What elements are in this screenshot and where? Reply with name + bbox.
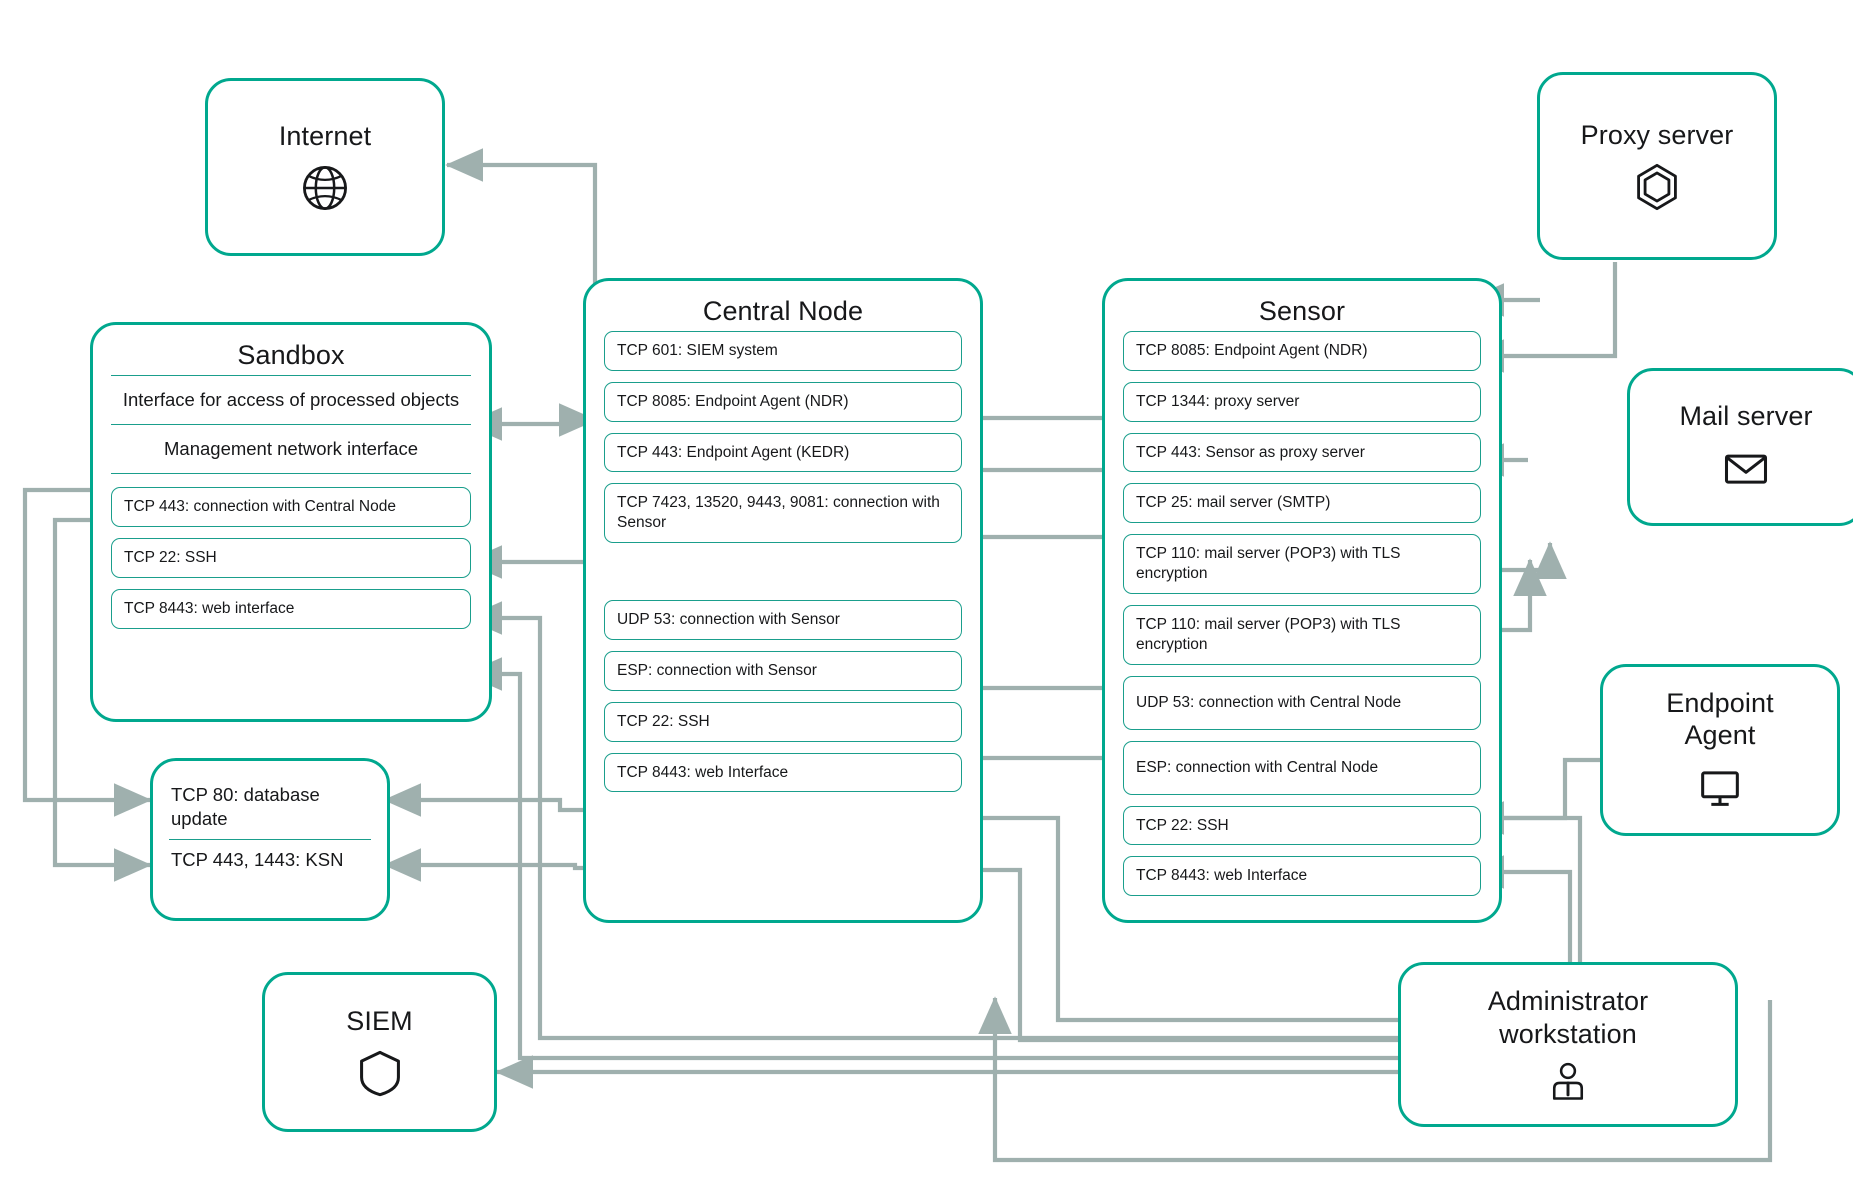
sensor-port-row[interactable]: TCP 8443: web Interface (1123, 856, 1481, 897)
central-node-port-row[interactable]: UDP 53: connection with Sensor (604, 600, 962, 640)
sensor-port-row[interactable]: TCP 1344: proxy server (1123, 381, 1481, 422)
user-icon (1552, 1062, 1584, 1100)
node-mail-server-label: Mail server (1679, 400, 1813, 431)
envelope-icon (1724, 454, 1768, 484)
sandbox-interface-row: Management network interface (111, 424, 471, 475)
node-proxy-server[interactable]: Proxy server (1537, 72, 1777, 260)
node-endpoint-agent-label-line1: Endpoint (1666, 687, 1774, 718)
group-sandbox-title: Sandbox (237, 340, 345, 370)
central-node-port-row[interactable]: TCP 8443: web Interface (604, 752, 962, 793)
central-node-port-row[interactable]: TCP 8085: Endpoint Agent (NDR) (604, 381, 962, 422)
node-mail-server[interactable]: Mail server (1627, 368, 1853, 526)
group-sensor-title: Sensor (1258, 296, 1346, 326)
central-node-port-row[interactable]: TCP 7423, 13520, 9443, 9081: connection … (604, 483, 962, 544)
sensor-port-row[interactable]: ESP: connection with Central Node (1123, 740, 1481, 795)
shield-icon (359, 1051, 400, 1097)
sensor-port-row[interactable]: TCP 22: SSH (1123, 805, 1481, 846)
sandbox-interface-row: Interface for access of processed object… (111, 375, 471, 424)
node-administrator-workstation-label: Administrator workstation (1488, 985, 1648, 1050)
central-node-port-row[interactable]: TCP 22: SSH (604, 701, 962, 742)
globe-icon (303, 166, 347, 211)
node-proxy-server-label: Proxy server (1580, 119, 1734, 150)
node-endpoint-agent[interactable]: Endpoint Agent (1600, 664, 1840, 836)
node-internet[interactable]: Internet (205, 78, 445, 256)
hexagon-icon (1637, 164, 1677, 211)
node-siem[interactable]: SIEM (262, 972, 497, 1132)
sensor-port-row[interactable]: TCP 25: mail server (SMTP) (1123, 483, 1481, 524)
sensor-port-row[interactable]: TCP 110: mail server (POP3) with TLS enc… (1123, 604, 1481, 665)
node-endpoint-agent-label: Endpoint Agent (1666, 687, 1773, 752)
group-sensor[interactable]: Sensor TCP 8085: Endpoint Agent (NDR) TC… (1102, 278, 1502, 923)
sandbox-port-row[interactable]: TCP 8443: web interface (111, 588, 471, 629)
group-database-update[interactable]: TCP 80: database update TCP 443, 1443: K… (150, 758, 390, 921)
node-endpoint-agent-label-line2: Agent (1684, 720, 1756, 750)
sandbox-port-row[interactable]: TCP 22: SSH (111, 537, 471, 578)
group-central-node-body: TCP 601: SIEM system TCP 8085: Endpoint … (586, 331, 980, 793)
node-admin-label-line1: Administrator (1487, 986, 1649, 1017)
central-node-port-row[interactable]: TCP 601: SIEM system (604, 331, 962, 371)
node-internet-label: Internet (278, 120, 372, 151)
group-central-node[interactable]: Central Node TCP 601: SIEM system TCP 80… (583, 278, 983, 923)
node-administrator-workstation[interactable]: Administrator workstation (1398, 962, 1738, 1127)
sandbox-port-row[interactable]: TCP 443: connection with Central Node (111, 487, 471, 527)
sensor-port-row[interactable]: UDP 53: connection with Central Node (1123, 675, 1481, 730)
node-admin-label-line2: workstation (1499, 1018, 1637, 1049)
group-sensor-body: TCP 8085: Endpoint Agent (NDR) TCP 1344:… (1105, 331, 1499, 897)
node-siem-label: SIEM (346, 1005, 413, 1036)
group-sandbox[interactable]: Sandbox Interface for access of processe… (90, 322, 492, 722)
group-central-node-title: Central Node (702, 296, 864, 326)
central-node-port-row[interactable]: TCP 443: Endpoint Agent (KEDR) (604, 432, 962, 473)
database-row: TCP 443, 1443: KSN (169, 839, 371, 880)
group-sandbox-body: Interface for access of processed object… (93, 375, 489, 629)
sensor-port-row[interactable]: TCP 443: Sensor as proxy server (1123, 432, 1481, 473)
sensor-port-row[interactable]: TCP 110: mail server (POP3) with TLS enc… (1123, 534, 1481, 594)
database-row: TCP 80: database update (171, 784, 320, 830)
central-node-port-row[interactable]: ESP: connection with Sensor (604, 650, 962, 691)
sensor-port-row[interactable]: TCP 8085: Endpoint Agent (NDR) (1123, 331, 1481, 371)
monitor-icon (1701, 771, 1739, 807)
central-node-spacer (604, 554, 962, 600)
